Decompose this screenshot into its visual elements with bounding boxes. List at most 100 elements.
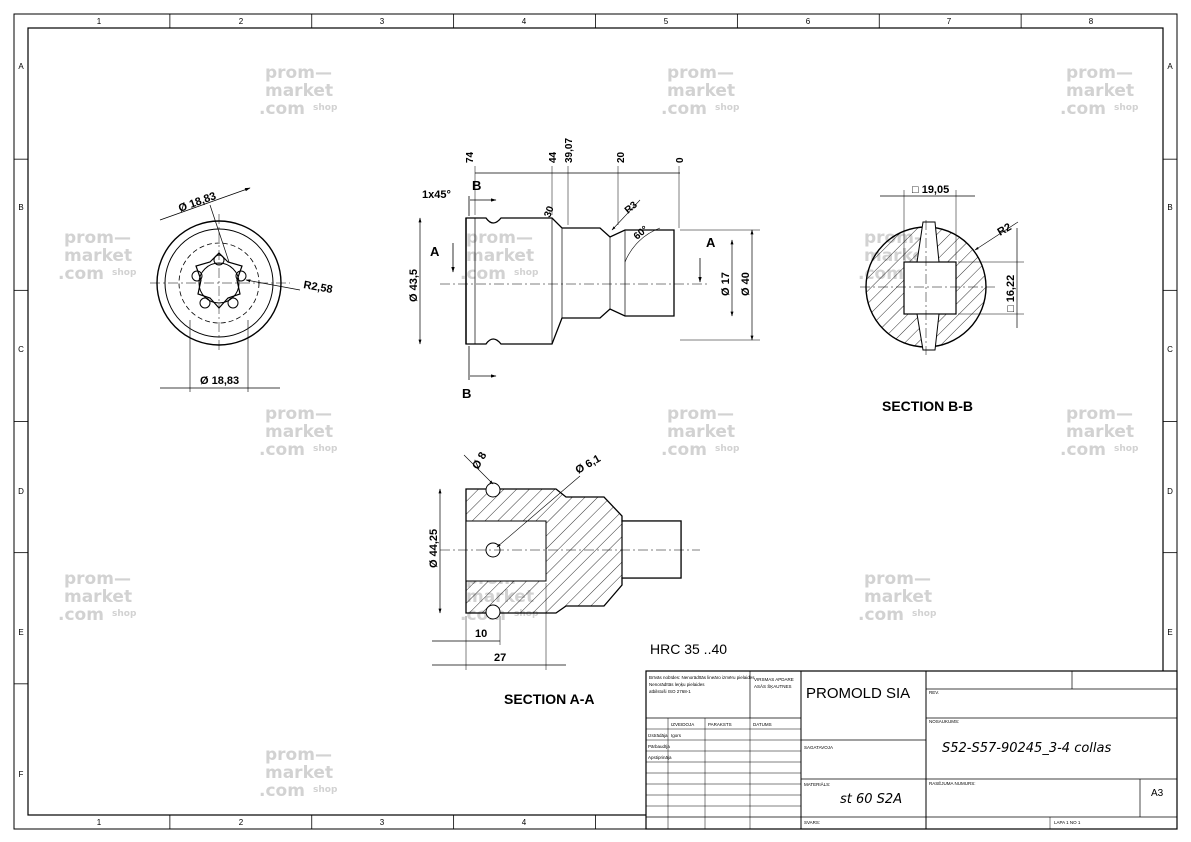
row-value-cell: Igors [671,733,682,738]
dim-60-deg: 60° [632,224,651,242]
watermark-shop: shop [912,609,937,619]
watermark-shop: shop [313,103,338,113]
drawing-no-label: RASĒJUMA NUMURS: [929,780,976,786]
watermark-line3: .com [58,605,104,625]
watermark-line2: market [265,763,333,783]
watermark: prom— market .com shop [259,745,338,801]
watermark-line2: market [64,246,132,266]
watermark-line2: market [265,81,333,101]
section-marker-a-right: A [706,235,716,250]
dim-r3: R3 [623,199,640,216]
watermark-line2: market [466,246,534,266]
company-name: PROMOLD SIA [806,685,910,702]
watermark: prom— market .com shop [259,63,338,119]
dim-bottom-diameter: Ø 18,83 [200,375,239,387]
row-label: A [1167,62,1173,71]
dim-27: 27 [494,652,506,664]
section-aa-view [432,454,700,670]
section-aa-title: SECTION A-A [504,691,594,707]
watermark-line2: market [1066,422,1134,442]
col-label: 3 [380,818,385,827]
zone-column-labels: 1 2 3 4 5 6 7 8 1 2 3 4 [97,17,1094,827]
watermark-shop: shop [112,609,137,619]
watermark-line2: market [667,422,735,442]
tolerance-note: Nenorādītās leņķu pielaides [649,682,705,687]
section-bb-labels: □ 19,05 R2 □ 16,22 SECTION B-B [882,184,1017,414]
watermark: prom— market .com shop [58,228,137,284]
watermark: prom— market .com shop [661,63,740,119]
drawing-number: S52-S57-90245_3-4 collas [942,741,1111,756]
row-label-cell: Apstiprināja [648,755,672,760]
title-block-text: Brīvās nobīdes: Nenorādītās lineāro izmē… [648,675,1164,825]
col-label: 4 [522,818,527,827]
watermark-line1: prom— [265,745,332,765]
watermark-line1: prom— [64,228,131,248]
watermark-shop: shop [715,444,740,454]
col-label: 8 [1089,17,1094,26]
col-label: 6 [806,17,811,26]
watermark-line1: prom— [64,569,131,589]
watermark-shop: shop [1114,103,1139,113]
end-view [150,187,301,392]
watermark-line3: .com [858,605,904,625]
row-label: C [1167,345,1173,354]
watermark-line2: market [265,422,333,442]
watermark-line1: prom— [864,569,931,589]
watermark-shop: shop [514,268,539,278]
watermark: prom— market .com shop [661,404,740,460]
title-label: REV. [929,690,939,695]
col-label: 7 [947,17,952,26]
header-cell: IZVEIDOJA [671,722,694,727]
col-label: 5 [664,17,669,26]
col-label: 1 [97,17,102,26]
material-label: MATERIĀLS: [804,781,830,787]
dim-square-right: □ 16,22 [1005,275,1017,312]
dim-square-top: □ 19,05 [912,184,949,196]
row-label: E [1167,628,1172,637]
watermark-line3: .com [1060,99,1106,119]
header-cell: DATUMS [753,722,772,727]
watermark-line3: .com [460,264,506,284]
row-label: D [18,487,24,496]
col-label: 2 [239,818,244,827]
watermark-shop: shop [313,444,338,454]
dim-d17: Ø 17 [720,272,732,296]
dim-top-0: 0 [675,157,686,163]
watermark-line1: prom— [1066,63,1133,83]
dim-30: 30 [542,204,556,219]
watermark-line3: .com [1060,440,1106,460]
watermark-line3: .com [259,781,305,801]
watermark-line1: prom— [466,228,533,248]
row-label: A [18,62,24,71]
col-label: 4 [522,17,527,26]
watermark-line1: prom— [1066,404,1133,424]
watermark: prom— market .com shop [460,228,539,284]
sheet-label: LAPA 1 NO 1 [1054,820,1081,825]
watermark-line2: market [864,587,932,607]
dim-radius: R2,58 [302,279,333,296]
dim-top-20: 20 [616,151,627,163]
watermark-line3: .com [259,440,305,460]
tolerance-note: Brīvās nobīdes: Nenorādītās lineāro izmē… [649,675,755,680]
watermark-line1: prom— [265,63,332,83]
dim-d8: Ø 8 [470,450,489,471]
dim-d4425: Ø 44,25 [428,529,440,568]
watermark-line2: market [1066,81,1134,101]
watermark-shop: shop [514,609,539,619]
header-cell: PARAKSTS [708,722,732,727]
tolerance-note: atbilstoši ISO 2768-1 [649,689,691,694]
side-view [418,166,760,380]
dim-d43: Ø 43,5 [408,269,420,302]
dim-top-74: 74 [465,151,476,163]
weight-label: SVARS: [804,820,820,825]
dim-top-44: 44 [548,151,559,163]
dim-r2: R2 [996,221,1014,238]
watermark-shop: shop [1114,444,1139,454]
watermark: prom— market .com shop [58,569,137,625]
section-bb-view [860,190,1024,355]
row-label-cell: Izstrādāja [648,733,668,738]
row-label: D [1167,487,1173,496]
sheet-size: A3 [1151,788,1164,799]
row-label: F [19,770,24,779]
